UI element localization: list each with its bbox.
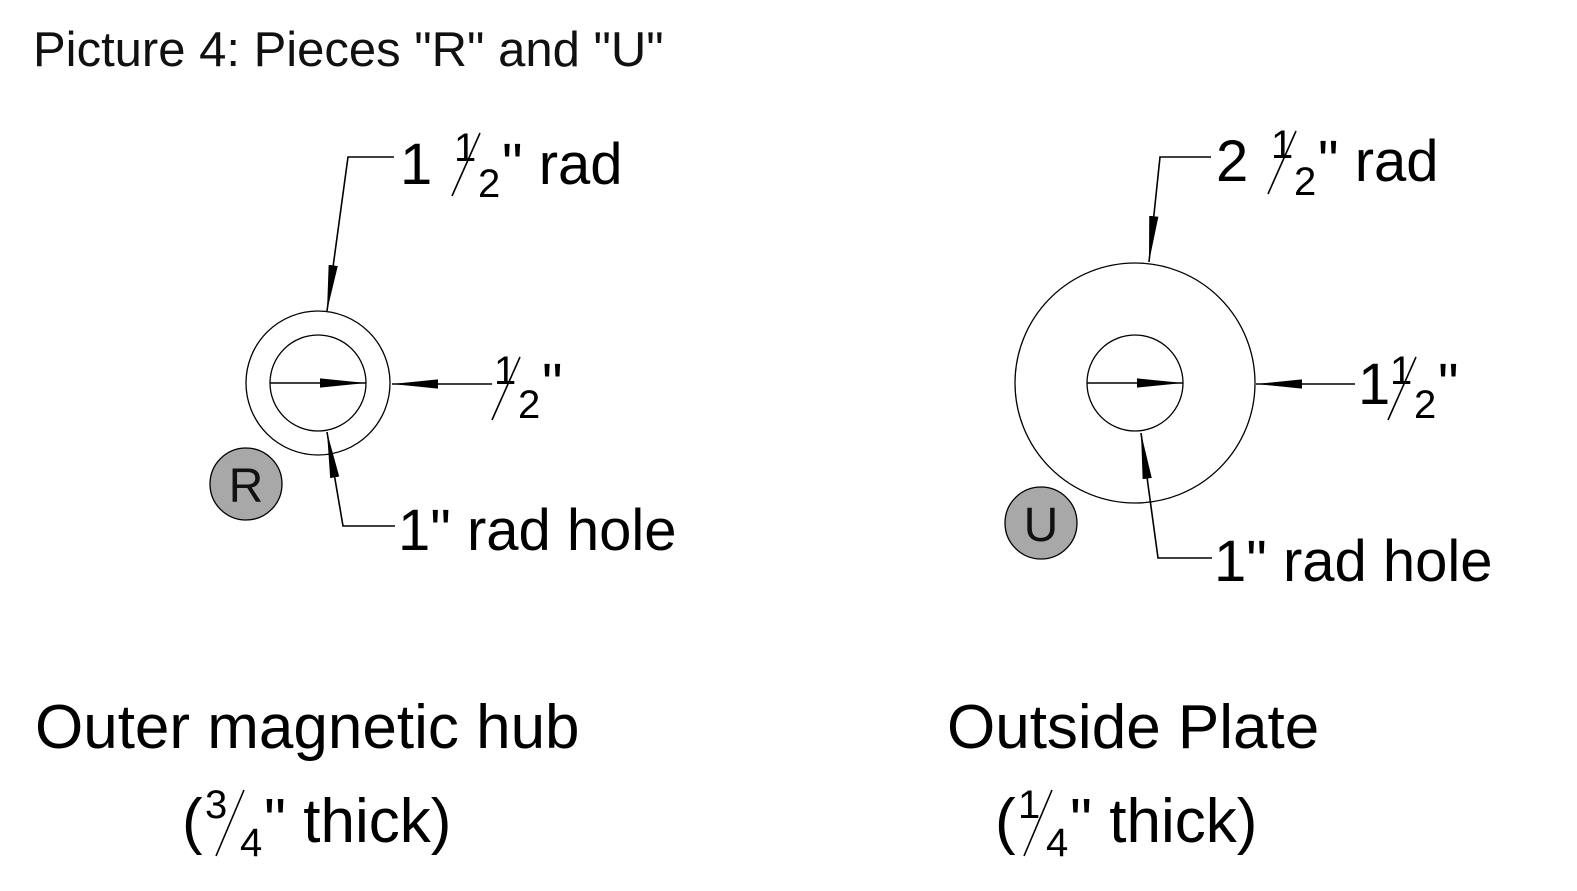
piece-r-width-suffix: " — [542, 352, 563, 417]
piece-r-badge-letter: R — [229, 460, 264, 513]
piece-u-hole-label: 1" rad hole — [1214, 529, 1493, 594]
piece-r-thickness-fraction-slash — [215, 789, 245, 857]
piece-r-outer-label: 1 1 2 " rad — [400, 126, 623, 206]
piece-r-width-label: 1 2 " — [491, 349, 563, 427]
piece-r-outer-num: 1 — [454, 126, 476, 170]
piece-r-width-num: 1 — [494, 349, 516, 393]
piece-u-thickness-num: 1 — [1018, 783, 1040, 827]
piece-u-name: Outside Plate — [947, 693, 1319, 762]
piece-u-width-fraction-slash — [1387, 356, 1417, 421]
piece-u-width-suffix: " — [1438, 352, 1459, 417]
piece-u-thickness-suffix: " thick) — [1070, 787, 1257, 856]
piece-r-outer-suffix: " rad — [502, 132, 623, 197]
piece-r-badge — [209, 447, 283, 521]
piece-r-thickness: ( 3 4 " thick) — [182, 783, 451, 865]
piece-u-outer-whole: 2 — [1216, 129, 1248, 194]
piece-r-thickness-open: ( — [182, 787, 203, 856]
piece-u-outer-num: 1 — [1271, 123, 1293, 167]
piece-u-outer-fraction-slash — [1267, 130, 1297, 195]
piece-u-thickness: ( 1 4 " thick) — [995, 783, 1257, 865]
piece-u-thickness-den: 4 — [1046, 821, 1068, 865]
piece-r-group: 1 1 2 " rad 1 2 " 1" rad hole R Outer ma… — [35, 126, 677, 865]
piece-u-hole-leader — [1140, 432, 1212, 559]
piece-r-name: Outer magnetic hub — [35, 693, 580, 762]
piece-r-outer-circle — [245, 310, 391, 456]
diagram-title: Picture 4: Pieces "R" and "U" — [33, 23, 664, 77]
piece-u-outer-circle — [1014, 262, 1256, 504]
piece-u-outer-label: 2 1 2 " rad — [1216, 123, 1439, 204]
piece-u-width-den: 2 — [1414, 383, 1436, 427]
piece-u-outer-den: 2 — [1294, 160, 1316, 204]
piece-r-width-fraction-slash — [491, 356, 521, 421]
piece-u-thickness-open: ( — [995, 787, 1016, 856]
piece-u-badge — [1004, 486, 1078, 560]
piece-u-thickness-fraction-slash — [1023, 789, 1053, 857]
piece-u-group: 2 1 2 " rad 1 1 2 " 1" rad hole U Outsid… — [947, 123, 1493, 865]
piece-r-outer-leader — [326, 156, 394, 312]
piece-u-outer-suffix: " rad — [1318, 129, 1439, 194]
piece-r-thickness-den: 4 — [240, 821, 262, 865]
piece-r-outer-whole: 1 — [400, 132, 432, 197]
piece-u-width-whole: 1 — [1358, 352, 1390, 417]
piece-u-width-num: 1 — [1390, 349, 1412, 393]
piece-r-hole-label: 1" rad hole — [398, 498, 677, 563]
piece-r-thickness-suffix: " thick) — [264, 787, 451, 856]
piece-r-outer-den: 2 — [478, 162, 500, 206]
piece-r-outer-fraction-slash — [451, 132, 481, 197]
piece-r-hole-leader — [326, 431, 395, 527]
piece-u-outer-leader — [1148, 156, 1211, 263]
piece-u-width-label: 1 1 2 " — [1358, 349, 1459, 427]
piece-u-badge-letter: U — [1024, 499, 1059, 552]
piece-r-thickness-num: 3 — [205, 783, 227, 827]
piece-r-width-den: 2 — [518, 383, 540, 427]
